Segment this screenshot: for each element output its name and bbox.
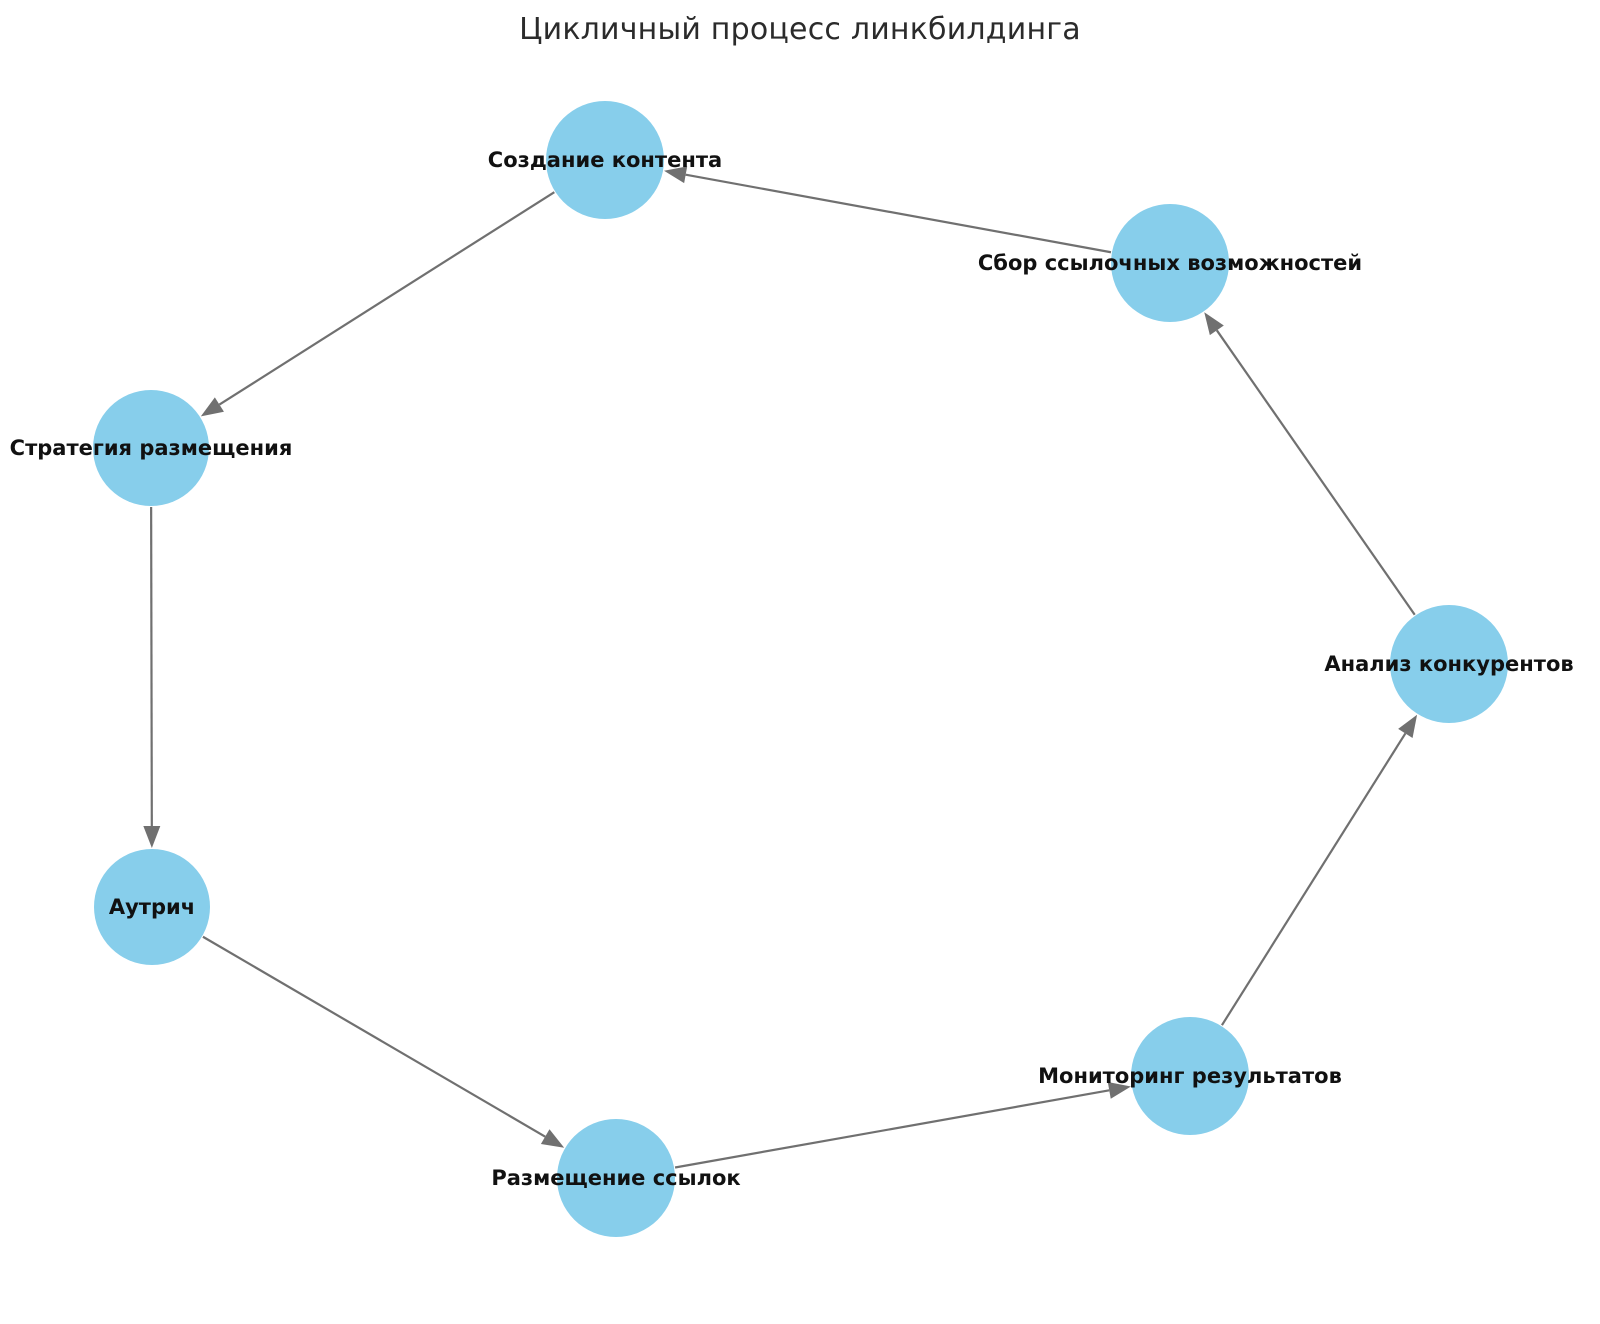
node-outreach[interactable]: [94, 849, 210, 965]
nodes-layer: [93, 101, 1508, 1237]
page-title: Цикличный процесс линкбилдинга: [519, 12, 1081, 47]
edge-arrowhead-placement-to-monitoring: [1107, 1081, 1131, 1099]
edge-arrowhead-strategy-to-outreach: [143, 825, 161, 848]
edge-line-outreach-to-placement: [202, 935, 546, 1138]
edge-line-strategy-to-outreach: [150, 506, 153, 827]
edge-line-placement-to-monitoring: [674, 1089, 1110, 1169]
node-opportunity[interactable]: [1111, 204, 1229, 322]
edge-arrowhead-outreach-to-placement: [540, 1129, 565, 1148]
node-strategy[interactable]: [93, 390, 209, 506]
edge-arrowhead-opportunity-to-content: [664, 166, 688, 184]
node-competitors[interactable]: [1390, 605, 1508, 723]
edge-line-monitoring-to-competitors: [1220, 732, 1407, 1026]
node-monitoring[interactable]: [1131, 1017, 1249, 1135]
edge-arrowhead-competitors-to-opportunity: [1204, 312, 1224, 336]
edge-line-competitors-to-opportunity: [1215, 329, 1416, 616]
edge-arrowhead-content-to-strategy: [200, 397, 224, 417]
node-placement[interactable]: [557, 1119, 675, 1237]
edge-arrowhead-monitoring-to-competitors: [1398, 714, 1418, 738]
edge-line-content-to-strategy: [218, 191, 555, 406]
edge-line-opportunity-to-content: [685, 173, 1112, 254]
node-content[interactable]: [546, 101, 664, 219]
edges-layer: [143, 166, 1418, 1169]
